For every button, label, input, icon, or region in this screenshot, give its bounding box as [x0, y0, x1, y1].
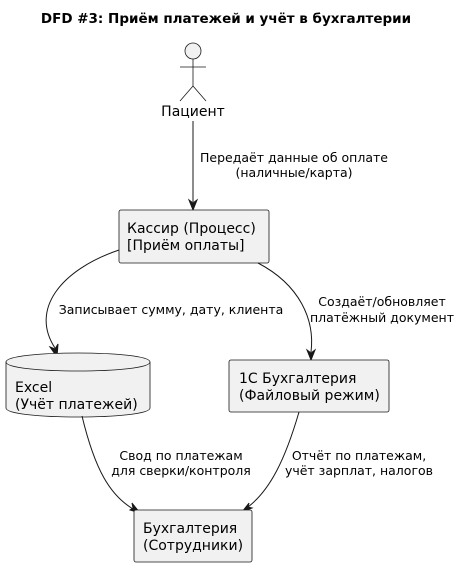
- onec-line2: (Файловый режим): [239, 388, 380, 404]
- excel-line1: Excel: [15, 380, 52, 396]
- excel-cylinder-rim: [5, 361, 151, 372]
- edge-label-line1: Отчёт по платежам,: [292, 448, 426, 463]
- edge-label-line2: платёжный документ: [310, 310, 454, 325]
- cashier-line1: Кассир (Процесс): [127, 221, 256, 237]
- edge-label-line1: Создаёт/обновляет: [318, 294, 446, 309]
- actor-right-leg: [192, 85, 207, 102]
- actor-patient: Пациент: [161, 42, 225, 120]
- onec-box: [228, 359, 390, 413]
- excel-line2: (Учёт платежей): [15, 397, 138, 413]
- cashier-box: [118, 209, 270, 264]
- actor-label: Пациент: [161, 104, 225, 120]
- cashier-line2: [Приём оплаты]: [127, 238, 245, 254]
- edge-label-line2: для сверки/контроля: [111, 463, 251, 478]
- actor-head: [184, 42, 202, 60]
- actor-left-leg: [179, 85, 194, 102]
- edge-patient-to-cashier: Передаёт данные об оплате (наличные/карт…: [187, 121, 388, 212]
- edge-label-line1: Записывает сумму, дату, клиента: [59, 302, 284, 317]
- diagram-title: DFD #3: Приём платежей и учёт в бухгалте…: [41, 11, 411, 27]
- edge-cashier-to-excel: Записывает сумму, дату, клиента: [45, 249, 284, 359]
- edge-line: [257, 262, 313, 353]
- edge-line: [81, 415, 134, 510]
- edge-excel-to-accounting: Свод по платежам для сверки/контроля: [81, 415, 251, 514]
- arrow-head: [305, 348, 317, 362]
- edge-line: [247, 411, 300, 508]
- edge-label-line2: учёт зарплат, налогов: [285, 463, 433, 478]
- node-onec: 1С Бухгалтерия (Файловый режим): [228, 359, 390, 413]
- node-cashier: Кассир (Процесс) [Приём оплаты]: [118, 209, 270, 264]
- arrow-head: [187, 198, 199, 212]
- accounting-box: [133, 509, 253, 563]
- edge-line: [45, 249, 120, 349]
- edge-label-line1: Передаёт данные об оплате: [200, 150, 388, 165]
- edge-cashier-to-onec: Создаёт/обновляет платёжный документ: [257, 262, 454, 362]
- onec-line1: 1С Бухгалтерия: [239, 371, 356, 387]
- edge-label-line2: (наличные/карта): [235, 165, 352, 180]
- excel-cylinder: [5, 352, 151, 418]
- edge-label-line1: Свод по платежам: [119, 448, 242, 463]
- node-accounting: Бухгалтерия (Сотрудники): [133, 509, 253, 563]
- edge-onec-to-accounting: Отчёт по платежам, учёт зарплат, налогов: [240, 411, 433, 514]
- accounting-line2: (Сотрудники): [143, 538, 243, 554]
- node-excel: Excel (Учёт платежей): [5, 352, 151, 418]
- accounting-line1: Бухгалтерия: [143, 521, 237, 537]
